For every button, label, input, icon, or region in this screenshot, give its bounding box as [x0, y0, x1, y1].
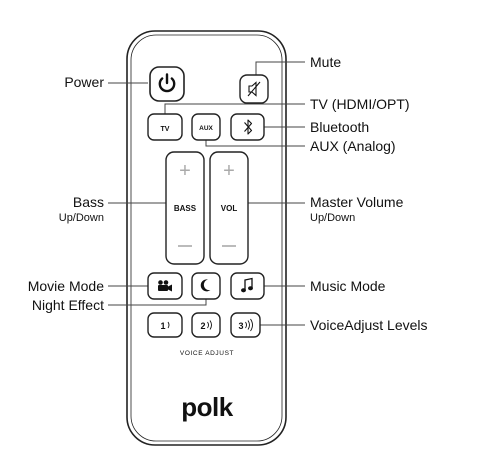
aux-callout: AUX (Analog): [310, 138, 396, 154]
mute-button[interactable]: [239, 74, 269, 104]
volume-rocker[interactable]: + VOL: [209, 151, 249, 265]
sound-wave-1-icon: [167, 321, 170, 329]
master-volume-callout: Master Volume: [310, 194, 404, 210]
remote-body-inner: [130, 34, 283, 442]
voice-level-3-label: 3: [238, 321, 243, 331]
volume-rocker-label: VOL: [221, 204, 238, 213]
tv-leader: [164, 103, 305, 114]
sound-wave-3-icon: [245, 318, 253, 332]
moon-icon: [200, 279, 211, 292]
bluetooth-icon: [244, 119, 253, 135]
mute-icon: [247, 81, 261, 97]
movie-mode-button[interactable]: [147, 272, 183, 300]
tv-button[interactable]: TV: [147, 113, 183, 141]
voice-level-2-label: 2: [200, 321, 205, 331]
bluetooth-callout: Bluetooth: [310, 119, 370, 135]
aux-button[interactable]: AUX: [191, 113, 221, 141]
aux-leader: [205, 140, 305, 147]
music-mode-button[interactable]: [230, 272, 265, 300]
movie-mode-callout: Movie Mode: [27, 278, 104, 294]
movie-camera-icon: [158, 280, 172, 292]
bass-rocker[interactable]: + BASS: [165, 151, 205, 265]
tv-button-label: TV: [161, 126, 170, 133]
night-effect-callout: Night Effect: [31, 297, 104, 313]
polk-logo: polk: [181, 392, 233, 422]
bass-rocker-label: BASS: [174, 204, 197, 213]
bluetooth-button[interactable]: [230, 113, 265, 141]
bass-callout-sub: Up/Down: [58, 212, 104, 224]
bass-callout: Bass: [72, 194, 104, 210]
volume-plus-icon: +: [223, 160, 235, 182]
power-button[interactable]: [149, 66, 185, 102]
sound-wave-2-icon: [207, 320, 212, 330]
mute-callout: Mute: [310, 54, 342, 70]
master-volume-callout-sub: Up/Down: [310, 212, 356, 224]
power-icon: [158, 73, 176, 93]
power-callout: Power: [64, 74, 104, 90]
voice-adjust-caption: VOICE ADJUST: [180, 350, 234, 357]
voice-level-2-button[interactable]: 2: [191, 312, 221, 338]
music-mode-callout: Music Mode: [310, 278, 386, 294]
night-effect-button[interactable]: [191, 272, 221, 300]
voice-adjust-levels-callout: VoiceAdjust Levels: [310, 317, 428, 333]
voice-level-1-button[interactable]: 1: [147, 312, 183, 338]
voice-level-1-label: 1: [160, 321, 165, 331]
aux-button-label: AUX: [199, 125, 213, 132]
tv-callout: TV (HDMI/OPT): [310, 96, 410, 112]
bass-plus-icon: +: [179, 160, 191, 182]
voice-level-3-button[interactable]: 3: [230, 312, 261, 338]
music-note-icon: [241, 277, 253, 293]
